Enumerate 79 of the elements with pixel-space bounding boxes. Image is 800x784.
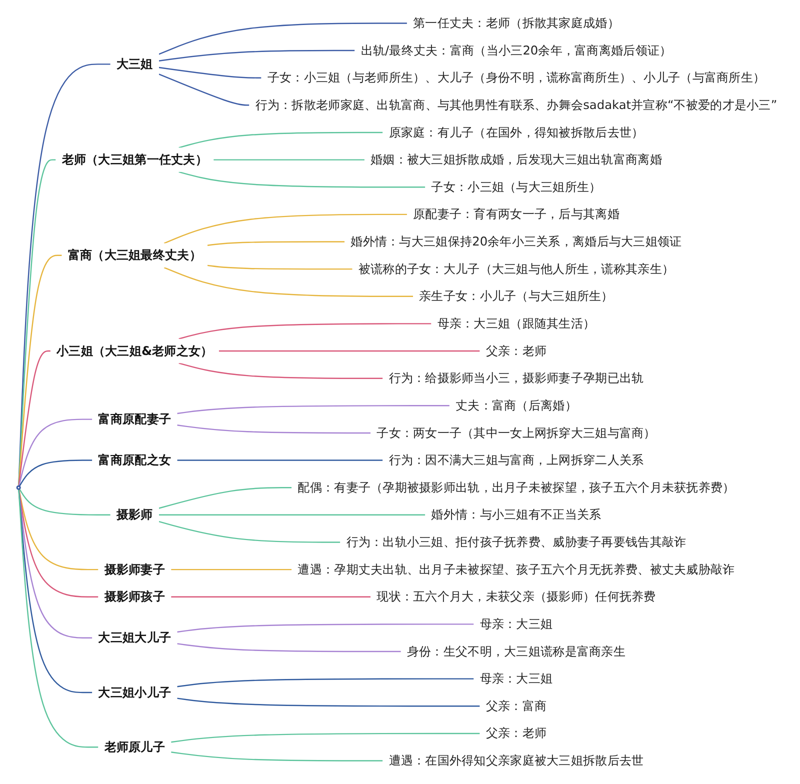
connector: [178, 362, 383, 379]
connector: [176, 405, 450, 414]
node-text: 遭遇：在国外得知父亲家庭被大三姐拆散后去世: [388, 753, 644, 768]
connector: [178, 323, 432, 340]
connector: [158, 521, 340, 543]
connector: [164, 214, 407, 244]
node-text: 原家庭：有儿子（在国外，得知被拆散后去世）: [388, 124, 644, 140]
connector: [178, 132, 383, 148]
connector: [158, 66, 262, 78]
connector: [170, 732, 480, 743]
node-text: 行为：给摄影师当小三，摄影师妻子孕期已出轨: [388, 370, 644, 386]
node-text: 父亲：老师: [486, 726, 546, 740]
node-text: 摄影师: [116, 507, 153, 522]
connector: [207, 264, 352, 270]
node-text: 被谎称的子女：大儿子（大三姐与他人所生，谎称其亲生）: [358, 261, 674, 276]
node-text: 子女：小三姐（与老师所生）、大儿子（身份不明，谎称富商所生）、小儿子（与富商所生）: [267, 70, 765, 85]
connector: [178, 171, 426, 188]
connector: [176, 624, 474, 633]
connector: [18, 460, 92, 487]
connector: [176, 678, 474, 688]
connector: [18, 488, 110, 516]
node-text: 母亲：大三姐: [480, 671, 553, 686]
node-text: 富商原配妻子: [98, 412, 171, 426]
node-text: 父亲：富商: [486, 698, 546, 713]
node-text: 父亲：老师: [486, 343, 546, 358]
connector: [18, 489, 98, 748]
node-text: 母亲：大三姐: [480, 616, 553, 632]
node-text: 婚姻：被大三姐拆散成婚，后发现大三姐出轨富商离婚: [370, 152, 662, 167]
node-text: 老师（大三姐第一任丈夫）: [62, 152, 208, 167]
node-text: 现状：五六个月大，未获父亲（摄影师）任何抚养费: [376, 589, 656, 604]
connector: [158, 514, 426, 516]
connector: [170, 752, 383, 762]
node-text: 母亲：大三姐（跟随其生活）: [437, 316, 595, 331]
node-text: 子女：小三姐（与大三姐所生）: [431, 180, 602, 194]
connector: [207, 241, 344, 246]
connector: [158, 487, 292, 509]
connector: [170, 596, 370, 598]
connector: [158, 50, 355, 62]
connector: [18, 350, 50, 486]
node-text: 身份：生父不明，大三姐谎称是富商亲生: [406, 644, 626, 658]
connector: [176, 424, 370, 434]
connector: [158, 74, 250, 106]
node-text: 配偶：有妻子（孕期被摄影师出轨，出月子未被探望，孩子五六个月未获抚养费）: [298, 480, 735, 494]
connector: [170, 568, 292, 570]
node-text: 原配妻子：育有两女一子，后与其离婚: [412, 206, 620, 222]
node-text: 富商（大三姐最终丈夫）: [68, 248, 202, 262]
node-text: 老师原儿子: [104, 740, 165, 754]
node-text: 丈夫：富商（后离婚）: [455, 398, 577, 412]
node-text: 婚外情：与大三姐保持20余年小三关系，离婚后与大三姐领证: [350, 234, 682, 249]
connector: [213, 159, 364, 160]
node-text: 行为：出轨小三姐、拒付孩子抚养费、威胁妻子再要钱告其敲诈: [346, 534, 686, 550]
node-text: 摄影师孩子: [104, 589, 165, 604]
connector: [18, 254, 62, 486]
node-text: 亲生子女：小儿子（与大三姐所生）: [418, 288, 614, 304]
connector: [158, 22, 407, 55]
node-text: 出轨/最终丈夫：富商（当小三20余年，富商离婚后领证）: [360, 42, 672, 58]
connector: [176, 643, 401, 652]
connector: [177, 460, 383, 461]
connector: [218, 350, 480, 352]
node-text: 子女：两女一子（其中一女上网拆穿大三姐与富商）: [376, 425, 656, 440]
connector: [164, 266, 413, 297]
node-circle: [16, 485, 21, 490]
connector: [176, 698, 480, 707]
node-text: 摄影师妻子: [104, 562, 165, 576]
node-text: 小三姐（大三姐&老师之女）: [56, 343, 213, 358]
node-text: 遭遇：孕期丈夫出轨、出月子未被探望、孩子五六个月无抚养费、被丈夫威胁敲诈: [298, 562, 735, 576]
connector: [18, 489, 98, 598]
node-text: 行为：因不满大三姐与富商，上网拆穿二人关系: [388, 452, 644, 468]
node-text: 大三姐大儿子: [98, 630, 171, 645]
node-text: 婚外情：与小三姐有不正当关系: [431, 507, 602, 522]
connector: [18, 64, 110, 486]
node-text: 大三姐小儿子: [98, 684, 171, 700]
connector: [18, 418, 92, 486]
node-text: 行为：拆散老师家庭、出轨富商、与其他男性有联系、办舞会sadakat并宣称“不被爱的才是小三”: [255, 98, 778, 112]
node-text: 富商原配之女: [98, 452, 171, 468]
node-text: 第一任丈夫：老师（拆散其家庭成婚）: [412, 16, 620, 30]
connector: [18, 488, 98, 570]
node-text: 大三姐: [116, 56, 153, 72]
connector: [18, 159, 56, 486]
